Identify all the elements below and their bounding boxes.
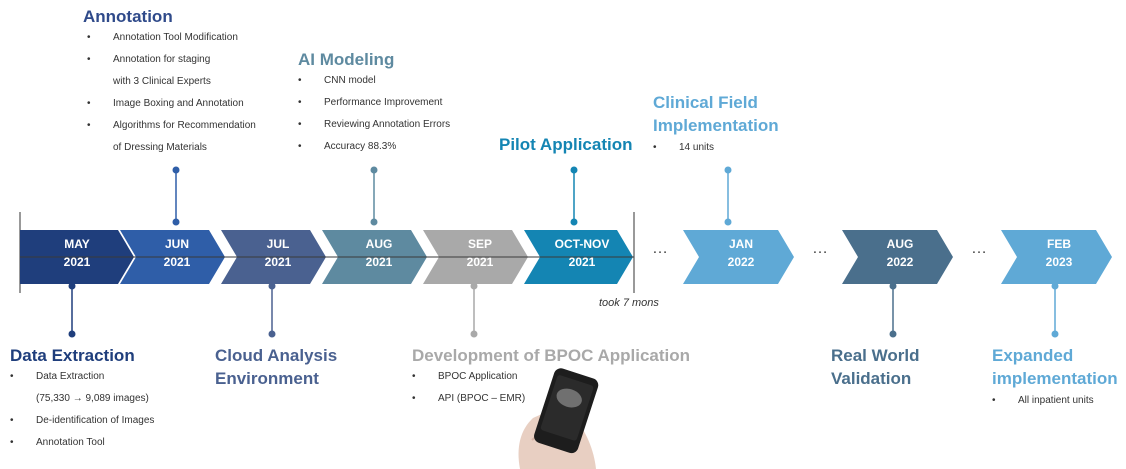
chevron-month: JAN — [728, 237, 753, 251]
connector-pilot — [570, 166, 578, 226]
list-item: Annotation Tool Modification — [87, 27, 256, 49]
title-line: implementation — [992, 369, 1118, 388]
title-line: Environment — [215, 369, 319, 388]
chevron-month: JUN — [164, 237, 189, 251]
chevron-year: 2021 — [63, 255, 91, 269]
chevron-month: FEB — [1047, 237, 1071, 251]
list-item: Performance Improvement — [298, 92, 450, 114]
chevron-month: SEP — [467, 237, 492, 251]
connector-clinical-field — [724, 166, 732, 226]
list-item: 14 units — [653, 137, 714, 159]
list-item: CNN model — [298, 70, 450, 92]
chevron-label-jul-2021: JUL 2021 — [231, 235, 325, 271]
chevron-label-jun-2021: JUN 2021 — [130, 235, 224, 271]
clinical-field-title: Clinical Field Implementation — [653, 91, 779, 137]
chevron-label-may-2021: MAY 2021 — [30, 235, 124, 271]
connector-ai-modeling — [370, 166, 378, 226]
chevron-month: MAY — [64, 237, 90, 251]
cloud-analysis-title: Cloud Analysis Environment — [215, 344, 337, 390]
chevron-year: 2023 — [1045, 255, 1073, 269]
list-item: Data Extraction — [10, 366, 154, 388]
chevron-label-aug-2021: AUG 2021 — [332, 235, 426, 271]
list-item: Reviewing Annotation Errors — [298, 114, 450, 136]
chevron-year: 2021 — [163, 255, 191, 269]
chevron-month: AUG — [365, 237, 393, 251]
timeline-gap-ellipsis: … — [812, 240, 829, 257]
chevron-month: AUG — [886, 237, 914, 251]
list-item: API (BPOC – EMR) — [412, 388, 525, 410]
timeline-gap-ellipsis: … — [971, 240, 988, 257]
chevron-feb-2023 — [1001, 230, 1112, 284]
title-line: Validation — [831, 369, 912, 388]
title-line: Expanded — [992, 346, 1074, 365]
list-item: Algorithms for Recommendation — [87, 115, 256, 137]
chevron-year: 2022 — [886, 255, 914, 269]
list-item: All inpatient units — [992, 390, 1094, 412]
pilot-application-title: Pilot Application — [499, 135, 633, 154]
chevron-jan-2022 — [683, 230, 794, 284]
expanded-list: All inpatient units — [992, 390, 1094, 412]
bpoc-list: BPOC Application API (BPOC – EMR) — [412, 366, 525, 410]
chevron-year: 2021 — [264, 255, 292, 269]
chevron-label-aug-2022: AUG 2022 — [852, 235, 948, 271]
chevron-label-jan-2022: JAN 2022 — [693, 235, 789, 271]
chevron-label-octnov-2021: OCT-NOV 2021 — [534, 235, 630, 271]
expanded-implementation-title: Expanded implementation — [992, 344, 1118, 390]
chevron-year: 2021 — [466, 255, 494, 269]
data-extraction-list: Data Extraction (75,330 → 9,089 images) … — [10, 366, 154, 454]
chevron-month: JUL — [266, 237, 290, 251]
chevron-year: 2021 — [568, 255, 596, 269]
phone-in-hand-image — [518, 368, 599, 469]
bpoc-title: Development of BPOC Application — [412, 346, 691, 365]
chevron-label-sep-2021: SEP 2021 — [433, 235, 527, 271]
timeline-gap-ellipsis: … — [652, 240, 669, 257]
annotation-list: Annotation Tool Modification Annotation … — [87, 27, 256, 159]
list-item: Image Boxing and Annotation — [87, 93, 256, 115]
chevron-label-feb-2023: FEB 2023 — [1011, 235, 1107, 271]
ai-modeling-title: AI Modeling — [298, 50, 395, 69]
title-line: Clinical Field — [653, 93, 758, 112]
list-item: of Dressing Materials — [113, 142, 207, 153]
connector-cloud — [268, 282, 276, 338]
chevron-aug-2022 — [842, 230, 953, 284]
chevron-month: OCT-NOV — [554, 237, 610, 251]
title-line: Implementation — [653, 116, 779, 135]
connector-expanded — [1051, 282, 1059, 338]
list-item: BPOC Application — [412, 366, 525, 388]
list-item: Annotation for staging — [87, 49, 256, 71]
chevron-year: 2022 — [727, 255, 755, 269]
list-item: (75,330 → 9,089 images) — [36, 393, 149, 404]
connector-data-extraction — [68, 282, 76, 338]
title-line: Cloud Analysis — [215, 346, 338, 365]
duration-note: took 7 mons — [599, 297, 659, 309]
list-item: Annotation Tool — [10, 432, 154, 454]
clinical-field-list: 14 units — [653, 137, 714, 159]
annotation-title: Annotation — [83, 7, 173, 26]
list-item: Accuracy 88.3% — [298, 136, 450, 158]
data-extraction-title: Data Extraction — [10, 346, 135, 365]
list-item: with 3 Clinical Experts — [113, 76, 211, 87]
title-line: Real World — [831, 346, 920, 365]
chevron-year: 2021 — [365, 255, 393, 269]
connector-real-world — [889, 282, 897, 338]
ai-modeling-list: CNN model Performance Improvement Review… — [298, 70, 450, 158]
connector-bpoc — [470, 282, 478, 338]
real-world-validation-title: Real World Validation — [831, 344, 919, 390]
list-item: De-identification of Images — [10, 410, 154, 432]
connector-annotation — [172, 166, 180, 226]
